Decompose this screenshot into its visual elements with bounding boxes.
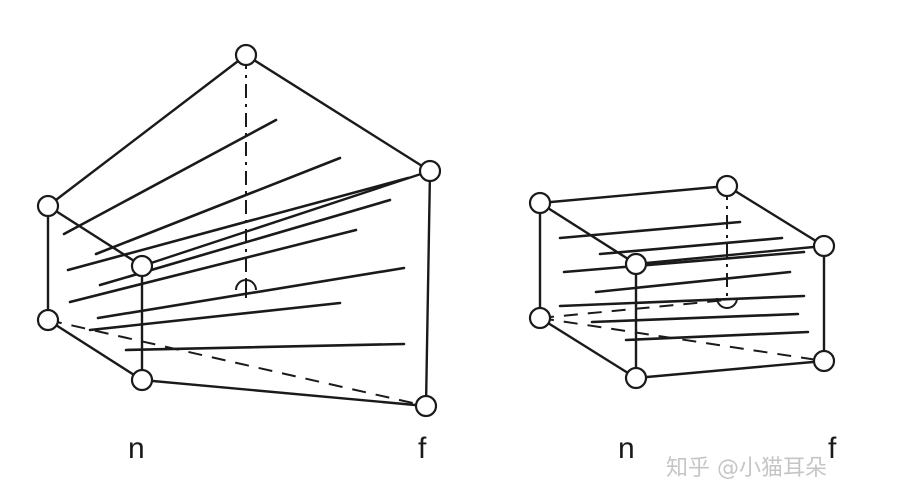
cuboid-depth-slices bbox=[558, 220, 810, 342]
frustum-vertex bbox=[130, 254, 154, 278]
cuboid-slice-line bbox=[590, 312, 800, 324]
frustum-vertex bbox=[36, 194, 60, 218]
cuboid-slice-line bbox=[598, 236, 784, 256]
cuboid-edge bbox=[538, 316, 638, 380]
frustum-vertex bbox=[414, 394, 438, 418]
cuboid-hidden-bottom-edge bbox=[539, 317, 825, 362]
cuboid-vertex bbox=[624, 366, 648, 390]
cuboid-edge bbox=[634, 244, 826, 266]
orthographic-cuboid: n f bbox=[528, 174, 837, 465]
cuboid-slice-line bbox=[562, 250, 806, 274]
frustum-slice-line bbox=[62, 118, 278, 236]
cuboid-eye-marker bbox=[716, 297, 738, 309]
cuboid-slice-line bbox=[558, 294, 806, 308]
cuboid-vertex bbox=[528, 306, 552, 330]
frustum-near-label: n bbox=[128, 432, 145, 465]
perspective-frustum: n f bbox=[36, 43, 442, 465]
cuboid-edge bbox=[538, 201, 638, 266]
watermark-text: 知乎 @小猫耳朵 bbox=[666, 456, 827, 481]
frustum-slice-line bbox=[94, 156, 342, 256]
cuboid-vertex bbox=[624, 252, 648, 276]
cuboid-slice-line bbox=[624, 330, 810, 342]
frustum-hidden-bottom-edge bbox=[47, 319, 427, 407]
frustum-edge bbox=[424, 169, 432, 408]
cuboid-vertex bbox=[812, 234, 836, 258]
frustum-vertex bbox=[234, 43, 258, 67]
frustum-edge bbox=[140, 169, 432, 268]
cuboid-slice-line bbox=[594, 270, 792, 294]
frustum-slice-line bbox=[66, 176, 410, 272]
frustum-vertex bbox=[130, 368, 154, 392]
frustum-edge bbox=[46, 53, 248, 208]
cuboid-far-label: f bbox=[828, 432, 837, 465]
cuboid-vertex bbox=[715, 174, 739, 198]
cuboid-slice-line bbox=[558, 220, 742, 240]
frustum-edge bbox=[140, 378, 428, 408]
frustum-edge bbox=[244, 53, 432, 173]
cuboid-vertex bbox=[812, 349, 836, 373]
frustum-slice-line bbox=[96, 266, 406, 320]
cuboid-vertex bbox=[528, 191, 552, 215]
cuboid-near-label: n bbox=[618, 432, 635, 465]
cuboid-edge bbox=[634, 359, 826, 380]
frustum-slice-line bbox=[124, 342, 406, 352]
frustum-far-label: f bbox=[418, 432, 427, 465]
frustum-vertex bbox=[36, 308, 60, 332]
frustum-edge bbox=[46, 204, 144, 268]
cuboid-edge bbox=[725, 184, 826, 248]
frustum-edge bbox=[46, 318, 144, 382]
frustum-slice-line bbox=[88, 301, 342, 332]
frustum-slice-line bbox=[68, 228, 358, 304]
frustum-vertex bbox=[418, 159, 442, 183]
cuboid-hidden-back-edge bbox=[539, 299, 728, 319]
cuboid-edge bbox=[538, 184, 729, 205]
